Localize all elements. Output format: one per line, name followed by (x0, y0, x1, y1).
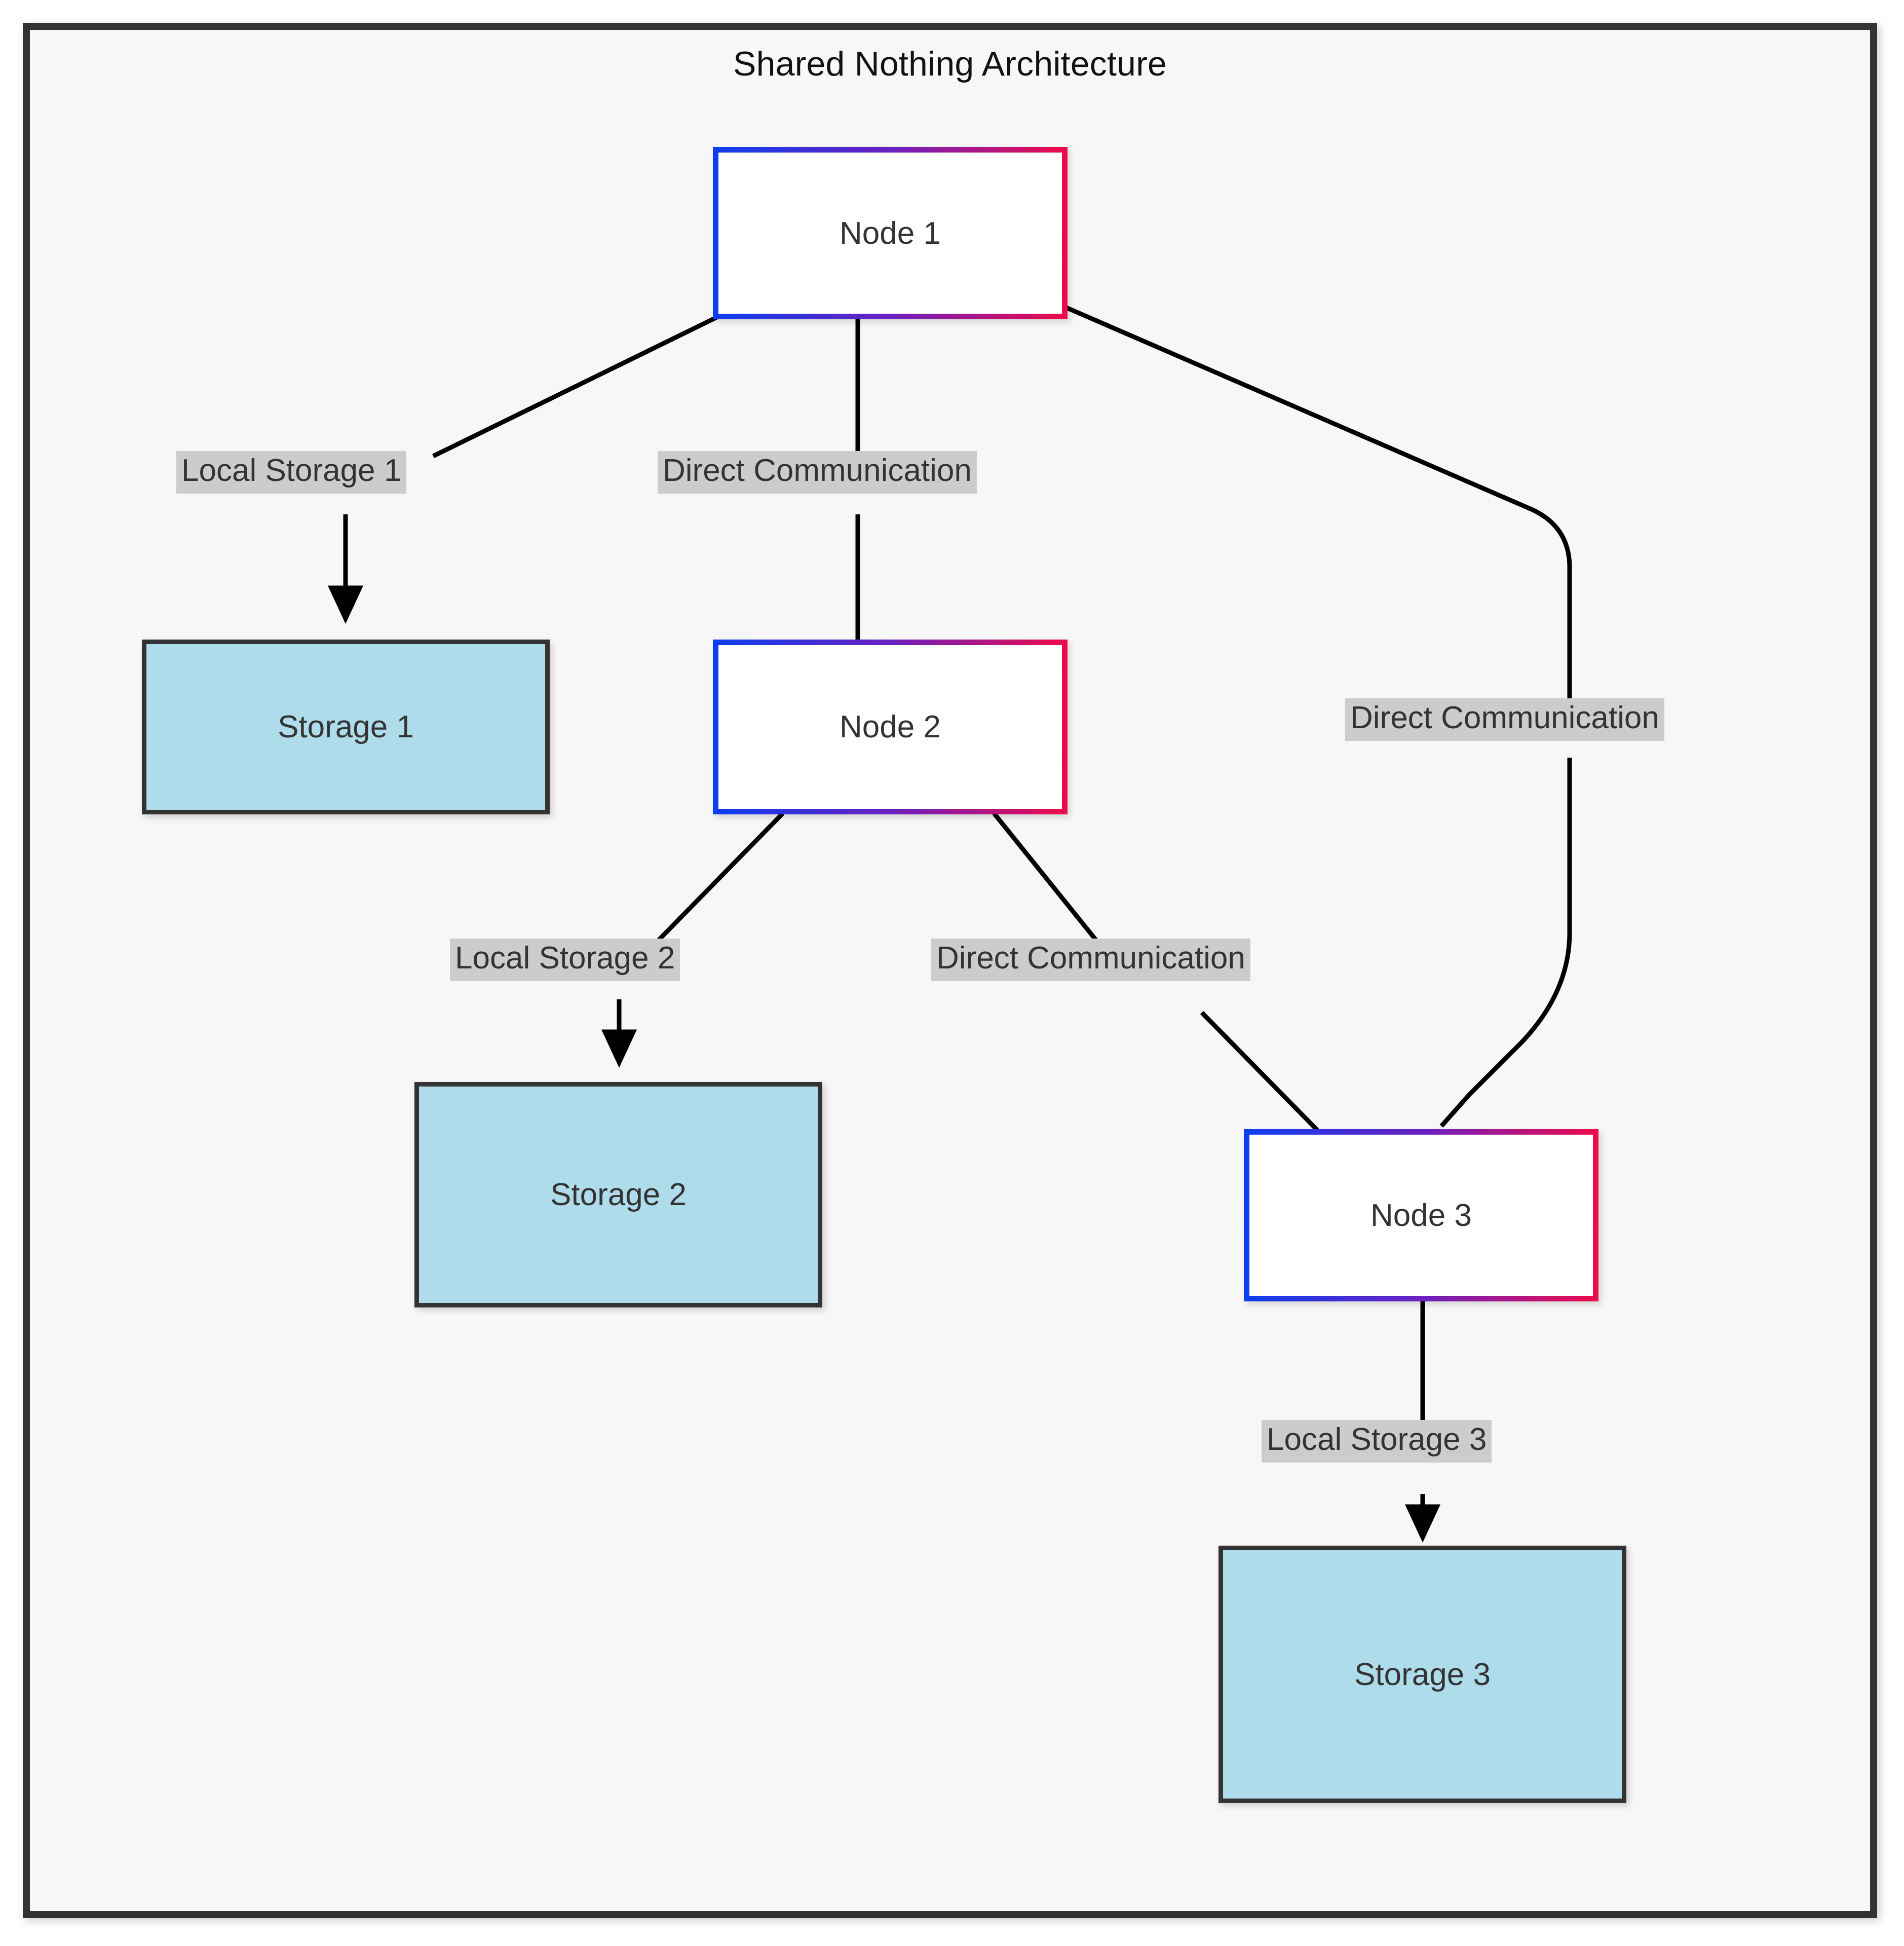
edge-label-direct-communication-node2-node3: Direct Communication (931, 939, 1250, 981)
edge-label-local-storage-1: Local Storage 1 (176, 451, 407, 494)
storage-storage1-label: Storage 1 (278, 709, 414, 744)
edge-label-direct-communication-node1-node2: Direct Communication (658, 451, 977, 494)
edge-label-local-storage-2: Local Storage 2 (450, 939, 680, 981)
node-node1[interactable]: Node 1 (713, 147, 1068, 319)
node-node1-label: Node 1 (840, 215, 941, 251)
edge-label-direct-communication-node1-node3: Direct Communication (1345, 698, 1664, 741)
storage-storage3-label: Storage 3 (1354, 1657, 1491, 1692)
node-node2-label: Node 2 (840, 709, 941, 744)
storage-storage3[interactable]: Storage 3 (1218, 1546, 1626, 1803)
node-node3-label: Node 3 (1370, 1197, 1472, 1233)
edge-label-local-storage-3: Local Storage 3 (1262, 1420, 1492, 1463)
node-node3[interactable]: Node 3 (1244, 1129, 1598, 1301)
storage-storage2-label: Storage 2 (550, 1177, 687, 1212)
storage-storage1[interactable]: Storage 1 (142, 640, 550, 814)
node-node2[interactable]: Node 2 (713, 640, 1068, 814)
storage-storage2[interactable]: Storage 2 (414, 1082, 822, 1307)
diagram-title: Shared Nothing Architecture (733, 45, 1167, 83)
